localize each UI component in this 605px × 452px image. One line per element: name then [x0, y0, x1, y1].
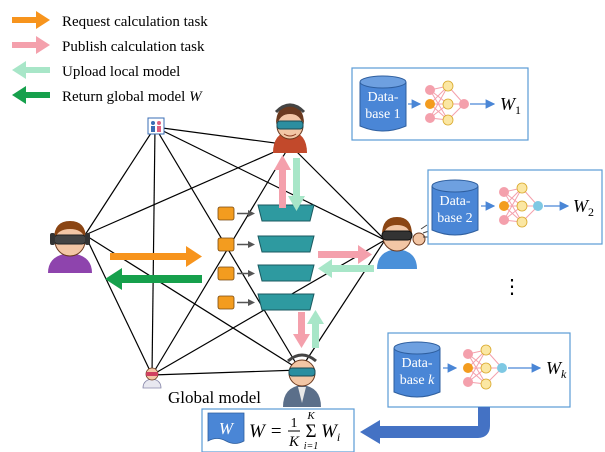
legend-publish-label: Publish calculation task: [62, 39, 205, 55]
mesh-edge: [84, 234, 153, 376]
database-k-label-line2: base k: [400, 373, 435, 388]
aggregate-flow-arrow-icon: [360, 407, 490, 444]
database-2-label-line1: Data-: [439, 194, 470, 209]
vr-user-top-avatar: [273, 103, 307, 153]
vr-user-bottom-left-avatar: [142, 367, 162, 389]
mesh-edge: [289, 144, 386, 241]
upload-model-up-arrow-icon: [307, 310, 324, 348]
vr-user-left-avatar: [48, 221, 92, 273]
legend-return-label: Return global model W: [62, 89, 203, 105]
task-queue-row: [217, 293, 315, 311]
neural-net-1-icon: [425, 80, 469, 126]
database-1-label-line1: Data-: [367, 90, 398, 105]
database-k-icon: Data- base k: [393, 341, 441, 398]
mesh-edge: [151, 369, 301, 376]
mesh-edge: [154, 126, 291, 146]
publish-task-right-arrow-icon: [318, 245, 372, 264]
clients-ellipsis: ⋮: [502, 276, 522, 298]
mesh-edge: [84, 144, 291, 236]
global-aggregation-box: W W = 1 K K Σ i=1 Wi: [201, 408, 355, 452]
upload-model-down-arrow-icon: [288, 158, 305, 211]
legend: Request calculation task Publish calcula…: [12, 11, 208, 105]
return-model-arrow-icon: [105, 268, 202, 290]
global-model-label: Global model: [168, 388, 261, 407]
mesh-edge: [151, 144, 291, 376]
database-2-icon: Data- base 2: [431, 179, 479, 236]
database-2-label-line2: base 2: [437, 211, 472, 226]
database-1-icon: Data- base 1: [359, 75, 407, 132]
upload-model-left-arrow-icon: [318, 259, 374, 278]
vr-user-right-avatar: [377, 217, 430, 269]
global-model-document-icon: W: [207, 412, 245, 444]
global-frac-numerator: 1: [291, 416, 298, 431]
legend-publish-arrow-icon: [12, 36, 50, 54]
client-box-k: Data- base k Wk: [387, 332, 571, 408]
global-sum-symbol: Σ: [305, 421, 316, 442]
mesh-edge: [84, 126, 156, 236]
global-sum-term: Wi: [321, 421, 340, 444]
database-k-label-line1: Data-: [401, 356, 432, 371]
request-task-arrow-icon: [110, 246, 202, 267]
task-queue: [217, 204, 315, 311]
mesh-edge: [299, 239, 386, 371]
mesh-network: [84, 126, 386, 376]
legend-upload-arrow-icon: [12, 61, 50, 79]
local-model-w1: W1: [500, 94, 521, 117]
neural-net-2-icon: [499, 182, 543, 228]
local-model-w2: W2: [573, 196, 594, 219]
mesh-edge: [151, 126, 156, 376]
global-sum-upper: K: [306, 410, 315, 422]
task-queue-row: [217, 204, 315, 222]
global-frac-denominator: K: [288, 434, 300, 450]
publish-task-up-arrow-icon: [274, 155, 291, 208]
mesh-edge: [154, 126, 386, 241]
people-node-icon: [147, 117, 165, 135]
task-queue-row: [217, 264, 315, 282]
global-sum-lower: i=1: [304, 441, 319, 452]
neural-net-k-icon: [463, 344, 507, 390]
local-model-wk: Wk: [546, 358, 567, 381]
task-queue-row: [217, 235, 315, 253]
database-1-label-line2: base 1: [365, 107, 400, 122]
client-box-1: Data- base 1 W1: [351, 67, 529, 141]
legend-return-arrow-icon: [12, 86, 50, 104]
svg-text:W: W: [219, 419, 235, 438]
publish-task-down-arrow-icon: [293, 312, 310, 348]
vr-user-bottom-avatar: [283, 353, 321, 407]
legend-upload-label: Upload local model: [62, 64, 180, 80]
global-equation-lhs: W =: [249, 421, 282, 442]
client-box-2: Data- base 2 W2: [427, 169, 603, 245]
legend-request-arrow-icon: [12, 11, 50, 29]
legend-request-label: Request calculation task: [62, 14, 208, 30]
